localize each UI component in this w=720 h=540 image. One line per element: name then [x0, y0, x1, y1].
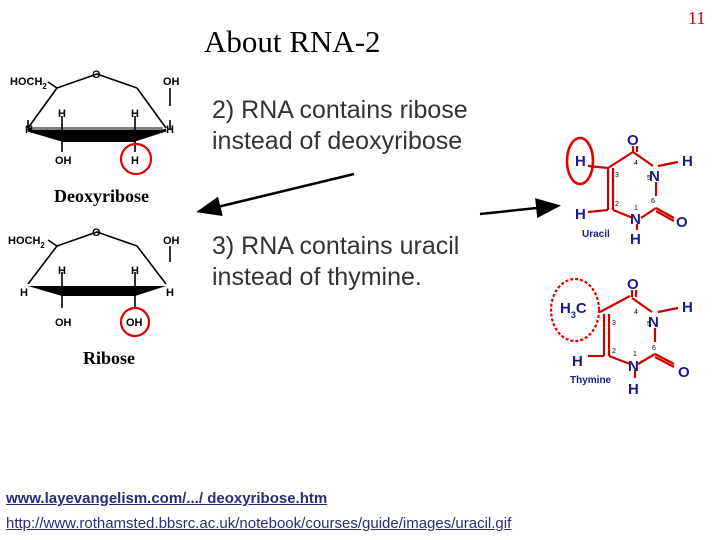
oh-top-label: OH — [163, 76, 180, 88]
ring-oxygen: O — [92, 69, 101, 81]
thymine-num-3: 3 — [612, 320, 616, 327]
hoch2-label: HOCH2 — [10, 76, 47, 91]
uracil-num-6: 6 — [651, 198, 655, 205]
h-right-out: H — [166, 287, 174, 299]
source-link-deoxyribose[interactable]: www.layevangelism.com/.../ deoxyribose.h… — [6, 490, 328, 507]
oh-bottom-label: OH — [55, 155, 72, 167]
uracil-num-2: 2 — [615, 201, 619, 208]
thymine-h-right: H — [682, 299, 693, 316]
source-link-uracil[interactable]: http://www.rothamsted.bbsrc.ac.uk/notebo… — [6, 515, 512, 532]
thymine-methyl: H3C — [560, 300, 587, 320]
uracil-num-1: 1 — [634, 205, 638, 212]
hoch2-label: HOCH2 — [8, 235, 45, 250]
uracil-n3: N — [649, 168, 660, 185]
h-left-in: H — [58, 265, 66, 277]
thymine-label: Thymine — [570, 375, 612, 386]
thymine-n1: N — [628, 358, 639, 375]
highlight-circle — [119, 306, 151, 338]
thymine-h-left-bottom: H — [572, 353, 583, 370]
uracil-num-3: 3 — [615, 172, 619, 179]
arrow-to-deoxyribose — [196, 172, 355, 217]
uracil-structure: O H H N H N O H Uracil 3 4 5 2 1 6 — [565, 132, 693, 248]
h-right-in: H — [131, 108, 139, 120]
thymine-num-6: 6 — [652, 345, 656, 352]
h-right-out: H — [166, 124, 174, 136]
ring-oxygen: O — [92, 227, 101, 239]
uracil-num-4: 4 — [634, 160, 638, 167]
thymine-num-1: 1 — [633, 351, 637, 358]
uracil-label: Uracil — [582, 229, 610, 240]
h-right-in: H — [131, 265, 139, 277]
uracil-h-bottom: H — [630, 231, 641, 248]
thymine-num-5: 5 — [647, 321, 651, 328]
h-left-out: H — [25, 124, 33, 136]
bullet-ribose: 2) RNA contains ribose instead of deoxyr… — [212, 95, 504, 157]
arrow-to-uracil — [479, 198, 561, 219]
bullet-uracil-text: 3) RNA contains uracil instead of thymin… — [212, 232, 460, 291]
h-bottom-label: H — [131, 155, 139, 167]
uracil-h-left-top: H — [575, 153, 586, 170]
deoxyribose-caption: Deoxyribose — [54, 186, 149, 206]
thymine-n3: N — [648, 314, 659, 331]
h-left-out: H — [20, 287, 28, 299]
page-number: 11 — [688, 8, 706, 28]
uracil-h-left-bottom: H — [575, 206, 586, 223]
uracil-n1: N — [630, 211, 641, 228]
thymine-num-2: 2 — [612, 348, 616, 355]
oh-top-label: OH — [163, 235, 180, 247]
thymine-o-top: O — [627, 276, 639, 293]
ribose-caption: Ribose — [83, 348, 136, 368]
uracil-num-5: 5 — [647, 175, 651, 182]
thymine-num-4: 4 — [634, 309, 638, 316]
bullet-ribose-text: 2) RNA contains ribose instead of deoxyr… — [212, 96, 468, 155]
deoxyribose-structure: HOCH2 O OH H H H H OH H — [10, 69, 180, 176]
thymine-h-bottom: H — [628, 381, 639, 398]
uracil-o-right: O — [676, 214, 688, 231]
bullet-uracil: 3) RNA contains uracil instead of thymin… — [212, 231, 504, 293]
h-left-in: H — [58, 108, 66, 120]
oh-bottom2-label: OH — [126, 317, 143, 329]
thymine-structure: O H3C H N H N O H Thymine 3 4 5 2 1 6 — [549, 276, 693, 398]
highlight-circle-thymine — [549, 277, 601, 343]
thymine-o-right: O — [678, 364, 690, 381]
uracil-o-top: O — [627, 132, 639, 149]
highlight-circle — [119, 142, 153, 176]
slide-title: About RNA-2 — [204, 24, 381, 59]
highlight-circle-uracil — [565, 136, 595, 186]
uracil-h-right: H — [682, 153, 693, 170]
ribose-structure: HOCH2 O OH H H H H OH OH — [8, 227, 180, 338]
oh-bottom-label: OH — [55, 317, 72, 329]
